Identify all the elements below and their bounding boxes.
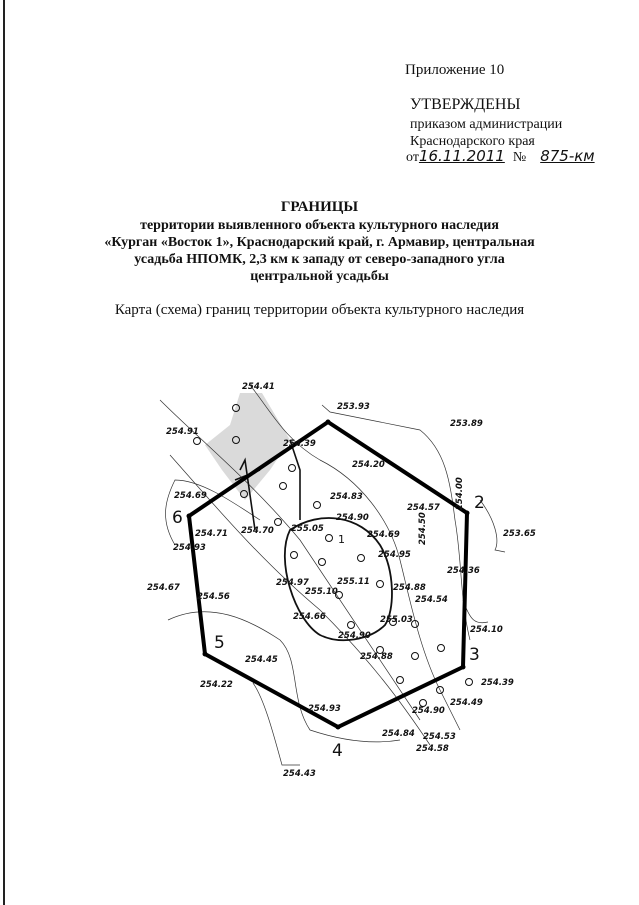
elevation-label: 254.10 [470, 625, 503, 635]
elevation-label: 254.88 [360, 652, 393, 662]
elevation-label: 253.93 [337, 402, 370, 412]
elevation-label: 254.39 [283, 439, 316, 449]
elevation-label: 254.56 [197, 592, 230, 602]
number-prefix: № [512, 150, 527, 165]
elevation-label: 254.90 [336, 513, 369, 523]
approved-by-line-2: Краснодарского края [410, 134, 535, 149]
date-prefix: от [406, 150, 419, 165]
order-number: 875-км [540, 147, 595, 165]
elevation-label: 254.69 [174, 491, 207, 501]
approved-label: УТВЕРЖДЕНЫ [410, 96, 521, 113]
elevation-label: 254.58 [416, 744, 449, 754]
appendix-label: Приложение 10 [405, 62, 505, 78]
title-line-1: территории выявленного объекта культурно… [140, 218, 499, 233]
elevation-label: 254.54 [415, 595, 448, 605]
title-line-4: центральной усадьбы [250, 269, 389, 284]
elevation-label: 254.22 [200, 680, 233, 690]
elevation-label: 254.90 [412, 706, 445, 716]
order-date-line: от16.11.2011 № 875-км [406, 148, 595, 166]
elevation-label: 254.71 [195, 529, 228, 539]
elevation-label: 254.49 [450, 698, 483, 708]
elevation-label: 254.91 [166, 427, 199, 437]
elevation-label: 254.50 [418, 512, 428, 545]
elevation-label: 254.93 [173, 543, 206, 553]
elevation-label: 255.03 [380, 615, 413, 625]
elevation-label: 253.89 [450, 419, 483, 429]
boundary-vertex-markers [186, 419, 470, 730]
shaded-area [205, 393, 290, 500]
map-subtitle: Карта (схема) границ территории объекта … [114, 302, 525, 318]
title-line-2: «Курган «Восток 1», Краснодарский край, … [104, 235, 535, 250]
elevation-label: 254.88 [393, 583, 426, 593]
vertex-number-1: 1 [338, 533, 345, 546]
elevation-label: 254.83 [330, 492, 363, 502]
vertex-number-3: 3 [469, 645, 480, 665]
kurgan-outline [283, 517, 393, 642]
elevation-label: 254.67 [147, 583, 180, 593]
title-line-3: усадьба НПОМК, 2,3 км к западу от северо… [134, 252, 505, 267]
elevation-labels: 254.41 253.93 253.89 254.91 254.39 254.2… [147, 382, 536, 779]
elevation-label: 254.70 [241, 526, 274, 536]
document-heading: ГРАНИЦЫ [280, 199, 359, 215]
elevation-label: 254.90 [338, 631, 371, 641]
vertex-number-5: 5 [214, 633, 225, 653]
elevation-label: 254.66 [293, 612, 326, 622]
vertex-number-4: 4 [332, 741, 343, 761]
elevation-label: 255.10 [305, 587, 338, 597]
elevation-label: 254.00 [455, 477, 465, 510]
scan-edge [3, 0, 5, 905]
elevation-label: 254.97 [276, 578, 309, 588]
elevation-label: 254.43 [283, 769, 316, 779]
survey-pits [193, 404, 473, 707]
elevation-label: 254.39 [481, 678, 514, 688]
elevation-label: 254.53 [423, 732, 456, 742]
approved-by-line-1: приказом администрации [410, 117, 563, 132]
elevation-label: 253.65 [503, 529, 536, 539]
vertex-numbers: 1 2 3 4 5 6 [172, 493, 485, 761]
elevation-label: 254.45 [245, 655, 278, 665]
elevation-label: 255.11 [337, 577, 370, 587]
order-date: 16.11.2011 [418, 147, 505, 165]
vertex-number-2: 2 [474, 493, 485, 513]
elevation-label: 255.05 [291, 524, 324, 534]
elevation-label: 254.36 [447, 566, 480, 576]
elevation-label: 254.41 [242, 382, 275, 392]
elevation-label: 254.84 [382, 729, 415, 739]
elevation-label: 254.93 [308, 704, 341, 714]
elevation-label: 254.95 [378, 550, 411, 560]
vertex-number-6: 6 [172, 508, 183, 528]
elevation-label: 254.57 [407, 503, 440, 513]
elevation-label: 254.69 [367, 530, 400, 540]
elevation-label: 254.20 [352, 460, 385, 470]
